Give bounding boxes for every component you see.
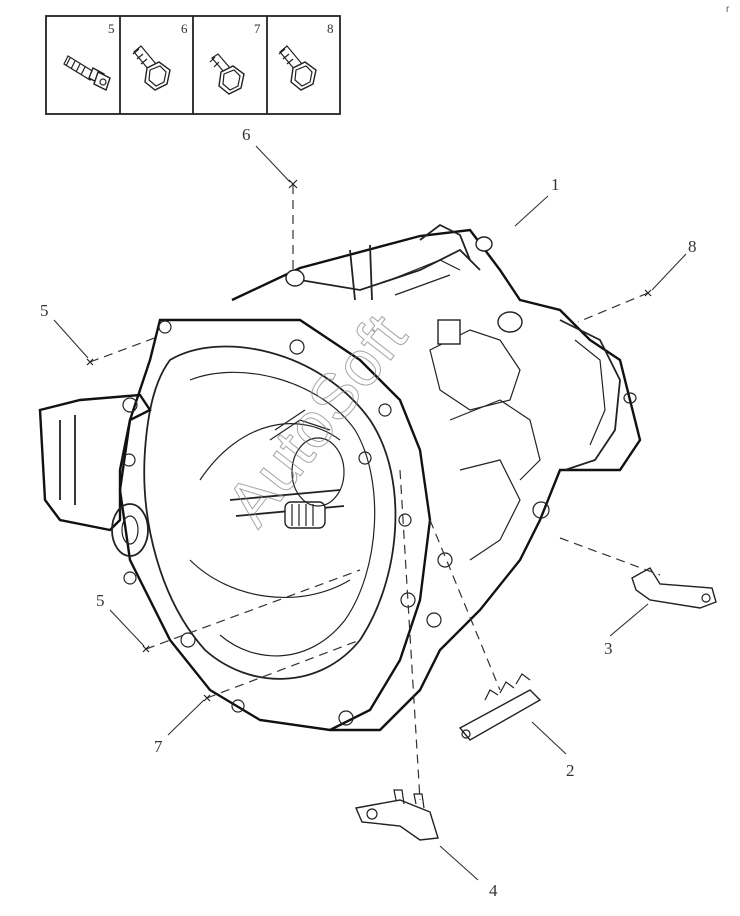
callout-1: 1: [551, 175, 560, 194]
callout-6: 6: [242, 125, 251, 144]
callout-7: 7: [154, 737, 163, 756]
bracket-part-3: [631, 567, 717, 609]
legend-number-7: 7: [254, 21, 261, 36]
hex-bolt-icon: [278, 45, 317, 91]
legend-number-6: 6: [181, 21, 188, 36]
callout-5-lower: 5: [96, 591, 105, 610]
legend-number-5: 5: [108, 21, 115, 36]
assembly-lines: [89, 185, 661, 801]
legend-number-8: 8: [327, 21, 334, 36]
callout-4: 4: [489, 881, 498, 900]
fastener-legend-box: 5 6 7 8: [45, 15, 341, 115]
callout-2: 2: [566, 761, 575, 780]
bracket-part-4: [355, 789, 439, 841]
callout-3: 3: [604, 639, 613, 658]
corner-mark: r: [726, 4, 730, 15]
leader-lines: [53, 145, 687, 881]
hex-bolt-icon: [132, 45, 171, 91]
flange-bolt-long-icon: [63, 55, 111, 91]
hex-bolt-short-icon: [209, 53, 245, 95]
bracket-part-2: [458, 673, 542, 741]
callout-5-upper: 5: [40, 301, 49, 320]
callout-8: 8: [688, 237, 697, 256]
transmission-housing: [38, 223, 642, 732]
